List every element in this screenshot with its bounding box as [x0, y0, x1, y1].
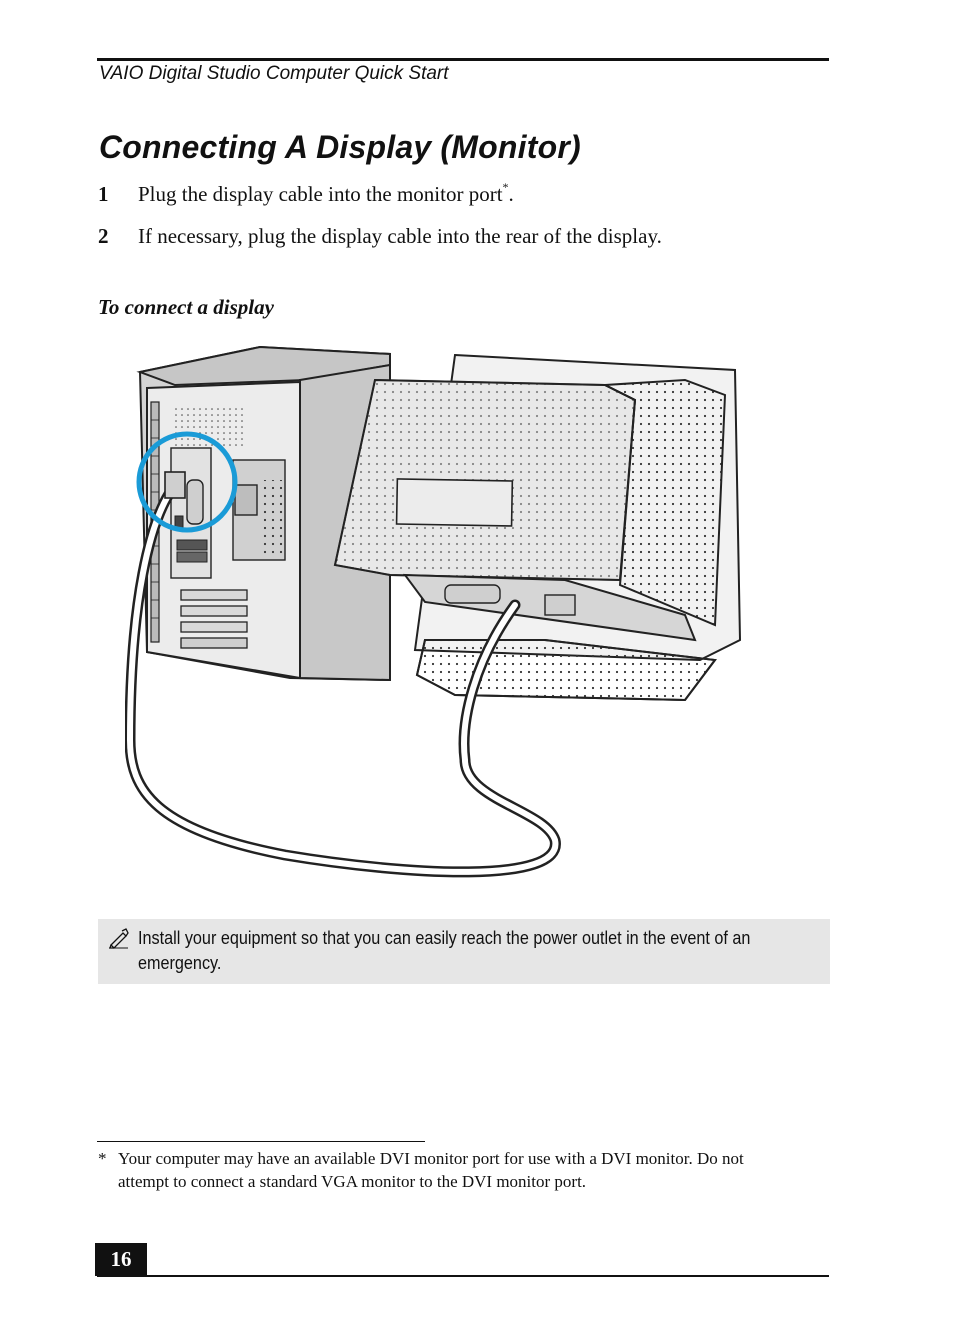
footnote-ref[interactable]: * — [503, 180, 509, 194]
connect-display-illustration — [125, 340, 755, 900]
footnote: * Your computer may have an available DV… — [98, 1147, 798, 1193]
step-text: If necessary, plug the display cable int… — [138, 224, 662, 248]
page-title: Connecting A Display (Monitor) — [99, 129, 581, 166]
page-number-box: 16 — [95, 1243, 147, 1276]
step-number: 1 — [98, 182, 138, 207]
footnote-rule — [97, 1141, 425, 1142]
crt-monitor — [335, 355, 740, 700]
note-text: Install your equipment so that you can e… — [138, 926, 822, 976]
running-title: VAIO Digital Studio Computer Quick Start — [99, 63, 449, 85]
note-box: Install your equipment so that you can e… — [98, 919, 830, 984]
footnote-mark: * — [98, 1147, 107, 1170]
figure-caption: To connect a display — [98, 295, 274, 320]
header-rule — [97, 58, 829, 61]
writing-hand-icon — [108, 927, 130, 949]
step-end-punct: . — [509, 182, 514, 206]
footer-rule — [97, 1275, 829, 1277]
step-text: Plug the display cable into the monitor … — [138, 182, 503, 206]
footnote-text: Your computer may have an available DVI … — [118, 1147, 798, 1193]
step-number: 2 — [98, 224, 138, 249]
page-number: 16 — [95, 1247, 147, 1272]
